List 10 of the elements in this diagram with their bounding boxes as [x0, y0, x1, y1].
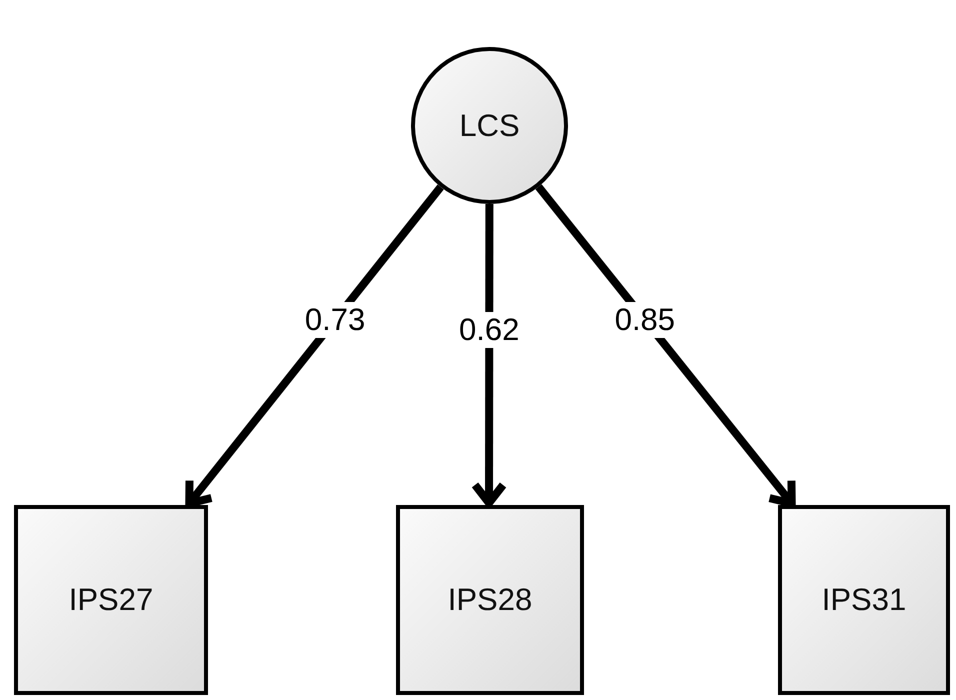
- variable-name: LCS: [459, 108, 520, 144]
- variable-name: IPS28: [448, 582, 532, 618]
- observed-variable-box: [396, 505, 584, 695]
- variable-name: IPS27: [68, 582, 154, 618]
- arrow: [185, 184, 444, 508]
- variable-name: IPS31: [822, 582, 906, 618]
- arrow: [471, 204, 508, 507]
- arrow: [535, 184, 796, 508]
- observed-variable-box: [778, 505, 950, 695]
- observed-variable-box: [14, 505, 208, 695]
